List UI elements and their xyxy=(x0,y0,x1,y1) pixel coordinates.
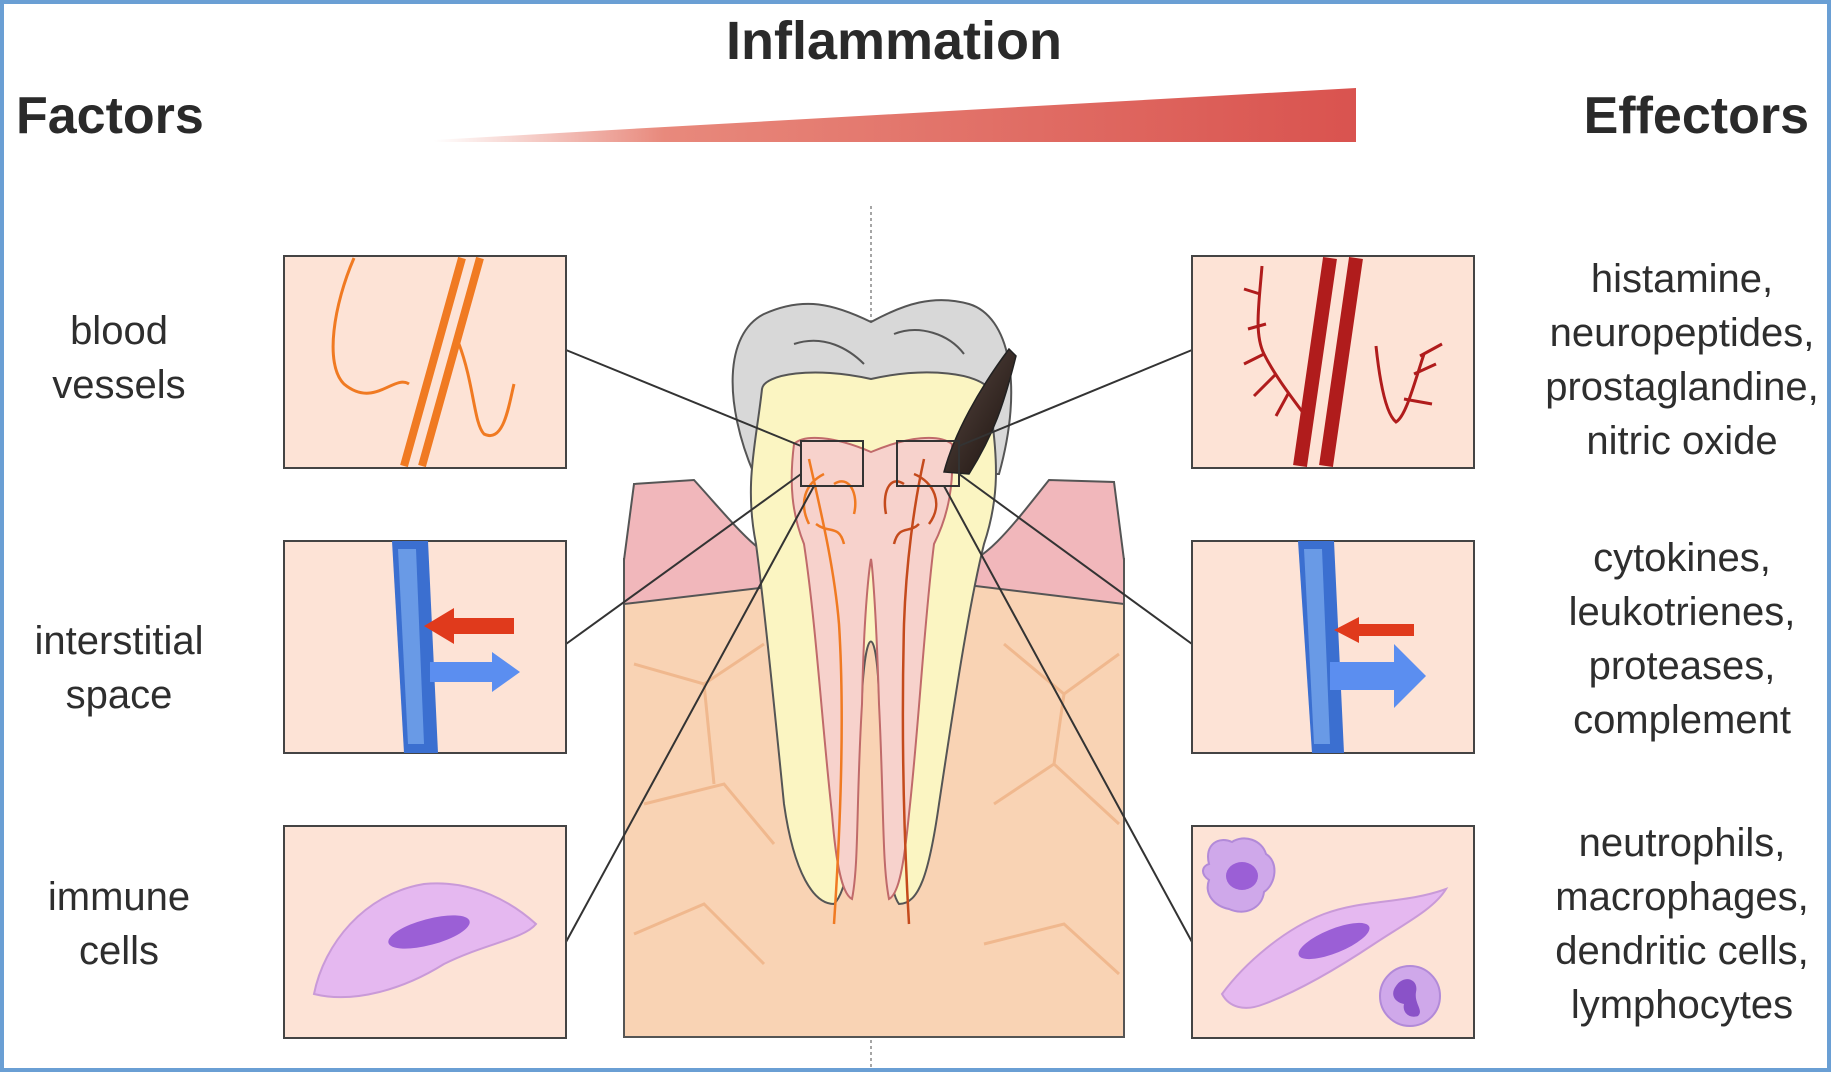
effector-line: neutrophils, xyxy=(1534,816,1830,870)
panel-immune-cells-inflamed xyxy=(1192,826,1474,1038)
factor-label-interstitial-space: interstitial space xyxy=(14,614,224,722)
effector-line: macrophages, xyxy=(1534,870,1830,924)
effector-line: cytokines, xyxy=(1534,531,1830,585)
effector-line: leukotrienes, xyxy=(1534,585,1830,639)
panel-blood-vessels-inflamed xyxy=(1192,256,1474,468)
factor-line: vessels xyxy=(24,358,214,412)
factor-label-immune-cells: immune cells xyxy=(24,870,214,978)
factor-line: space xyxy=(14,668,224,722)
effector-line: proteases, xyxy=(1534,639,1830,693)
factor-line: blood xyxy=(24,304,214,358)
effector-label-interstitial-mediators: cytokines, leukotrienes, proteases, comp… xyxy=(1534,531,1830,747)
panel-interstitial-space-inflamed xyxy=(1192,541,1474,753)
effector-label-vascular-mediators: histamine, neuropeptides, prostaglandine… xyxy=(1534,252,1830,468)
factor-line: immune xyxy=(24,870,214,924)
factor-label-blood-vessels: blood vessels xyxy=(24,304,214,412)
effector-line: complement xyxy=(1534,693,1830,747)
effector-label-immune-cell-types: neutrophils, macrophages, dendritic cell… xyxy=(1534,816,1830,1032)
effector-line: prostaglandine, xyxy=(1534,360,1830,414)
panel-blood-vessels-healthy xyxy=(284,256,566,468)
inflammation-gradient-wedge xyxy=(434,88,1356,142)
effector-line: nitric oxide xyxy=(1534,414,1830,468)
effector-line: dendritic cells, xyxy=(1534,924,1830,978)
effector-line: lymphocytes xyxy=(1534,978,1830,1032)
effector-line: neuropeptides, xyxy=(1534,306,1830,360)
panel-interstitial-space-healthy xyxy=(284,541,566,753)
panel-immune-cells-healthy xyxy=(284,826,566,1038)
effector-line: histamine, xyxy=(1534,252,1830,306)
factor-line: cells xyxy=(24,924,214,978)
factor-line: interstitial xyxy=(14,614,224,668)
